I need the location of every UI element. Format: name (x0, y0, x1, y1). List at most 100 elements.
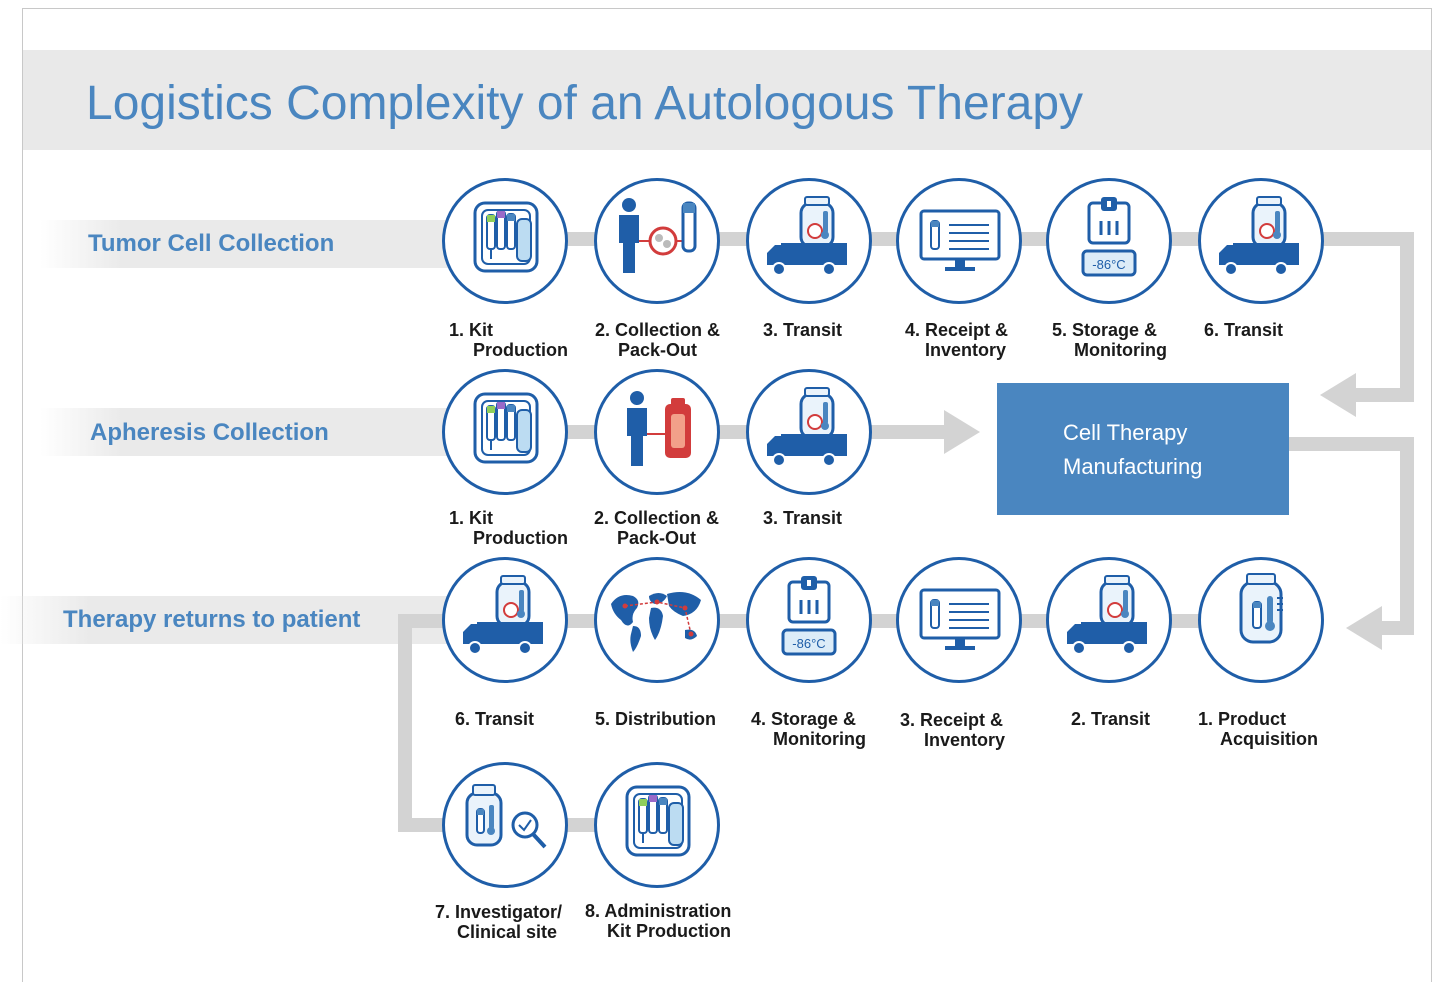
tumor-return-vertical (1400, 232, 1414, 402)
step-line-1: 1. Product (1198, 709, 1287, 729)
kit-icon (473, 392, 539, 464)
node-therapy-acquisition (1198, 557, 1324, 683)
step-line-2: Inventory (924, 730, 1006, 750)
step-line-1: 5. Storage & (1052, 320, 1158, 340)
step-line-1: 5. Distribution (595, 709, 716, 729)
frame-right-border (1431, 8, 1432, 982)
monitor-icon (919, 588, 1001, 652)
arrow-into-product-acquisition (1346, 606, 1382, 650)
node-therapy-storage: -86°C (746, 557, 872, 683)
node-tumor-collection (594, 178, 720, 304)
step-line-2: Monitoring (773, 729, 866, 749)
kit-icon (473, 201, 539, 273)
step-line-2: Monitoring (1074, 340, 1167, 360)
step-tumor-1: 1. Kit Production (449, 320, 568, 360)
step-tumor-3: 3. Transit (763, 320, 842, 340)
step-line-1: 8. Administration (585, 901, 732, 921)
truck-icon (1065, 574, 1149, 656)
row-label-therapy: Therapy returns to patient (63, 606, 361, 633)
person-sample-icon (619, 198, 697, 273)
step-therapy-2: 2. Transit (1071, 709, 1150, 729)
node-apheresis-collection (594, 369, 720, 495)
step-line-2: Kit Production (607, 921, 731, 941)
manufacturing-line-2: Manufacturing (1063, 454, 1203, 479)
freezer-icon: -86°C (1081, 195, 1137, 277)
row-label-tumor: Tumor Cell Collection (88, 230, 335, 257)
step-line-1: 7. Investigator/ (435, 902, 563, 922)
node-tumor-receipt (896, 178, 1022, 304)
temp-readout: -86°C (792, 636, 825, 651)
step-line-1: 2. Collection & (595, 320, 721, 340)
step-line-2: Acquisition (1220, 729, 1318, 749)
step-therapy-3: 3. Receipt & Inventory (900, 710, 1005, 750)
frame-top-border (22, 8, 1432, 9)
manufacturing-line-1: Cell Therapy (1063, 420, 1188, 445)
step-line-2: Clinical site (457, 922, 558, 942)
manufacturing-out-top (1289, 437, 1414, 451)
step-apheresis-3: 3. Transit (763, 508, 842, 528)
frame-left-border (22, 8, 23, 982)
step-line-1: 1. Kit (449, 320, 494, 340)
title-band (23, 50, 1431, 150)
cryo-container-icon (1239, 572, 1285, 644)
row-label-apheresis: Apheresis Collection (90, 419, 329, 446)
step-tumor-4: 4. Receipt & Inventory (905, 320, 1008, 360)
person-bag-icon (627, 391, 691, 466)
truck-icon (765, 195, 849, 277)
cell-therapy-manufacturing-box (997, 383, 1289, 515)
therapy-return-vertical (398, 614, 412, 832)
step-line-1: 1. Kit (449, 508, 494, 528)
step-line-1: 2. Collection & (594, 508, 720, 528)
step-line-2: Inventory (925, 340, 1007, 360)
manufacturing-out-bottom (1380, 621, 1414, 635)
step-line-1: 2. Transit (1071, 709, 1151, 729)
apheresis-row-band (40, 408, 450, 456)
step-therapy-6: 6. Transit (455, 709, 534, 729)
step-line-1: 3. Transit (763, 508, 843, 528)
manufacturing-label: Cell Therapy Manufacturing (1063, 416, 1202, 484)
node-tumor-transit-2 (1198, 178, 1324, 304)
step-tumor-2: 2. Collection & Pack-Out (595, 320, 720, 360)
temp-readout: -86°C (1092, 257, 1125, 272)
step-line-1: 3. Transit (763, 320, 843, 340)
step-tumor-6: 6. Transit (1204, 320, 1283, 340)
page-title: Logistics Complexity of an Autologous Th… (86, 77, 1084, 130)
step-line-1: 6. Transit (455, 709, 535, 729)
step-therapy-1: 1. Product Acquisition (1198, 709, 1318, 749)
tumor-row-band (40, 220, 450, 268)
truck-icon (765, 386, 849, 468)
step-line-2: Production (473, 340, 568, 360)
world-map-icon (611, 592, 701, 652)
node-therapy-receipt (896, 557, 1022, 683)
node-tumor-transit-1 (746, 178, 872, 304)
node-site-admin-kit (594, 762, 720, 888)
kit-icon (625, 785, 691, 857)
step-line-1: 6. Transit (1204, 320, 1284, 340)
node-apheresis-transit (746, 369, 872, 495)
node-therapy-transit-6 (442, 557, 568, 683)
node-site-investigator (442, 762, 568, 888)
truck-icon (461, 574, 545, 656)
step-line-2: Pack-Out (618, 340, 698, 360)
freezer-icon: -86°C (781, 574, 837, 656)
node-tumor-storage: -86°C (1046, 178, 1172, 304)
step-site-7: 7. Investigator/ Clinical site (435, 902, 562, 942)
truck-icon (1217, 195, 1301, 277)
step-site-8: 8. Administration Kit Production (585, 901, 731, 941)
monitor-icon (919, 209, 1001, 273)
step-apheresis-2: 2. Collection & Pack-Out (594, 508, 719, 548)
step-line-1: 3. Receipt & (900, 710, 1004, 730)
step-line-2: Pack-Out (617, 528, 697, 548)
step-line-2: Production (473, 528, 568, 548)
step-tumor-5: 5. Storage & Monitoring (1052, 320, 1167, 360)
step-line-1: 4. Receipt & (905, 320, 1009, 340)
therapy-row-band (0, 596, 450, 644)
manufacturing-out-vertical (1400, 437, 1414, 635)
step-line-1: 4. Storage & (751, 709, 857, 729)
node-therapy-distribution (594, 557, 720, 683)
node-apheresis-kit (442, 369, 568, 495)
tumor-return-top (1320, 232, 1414, 246)
arrow-into-manufacturing-top (1320, 373, 1356, 417)
inspection-icon (465, 784, 547, 849)
node-therapy-transit-2 (1046, 557, 1172, 683)
